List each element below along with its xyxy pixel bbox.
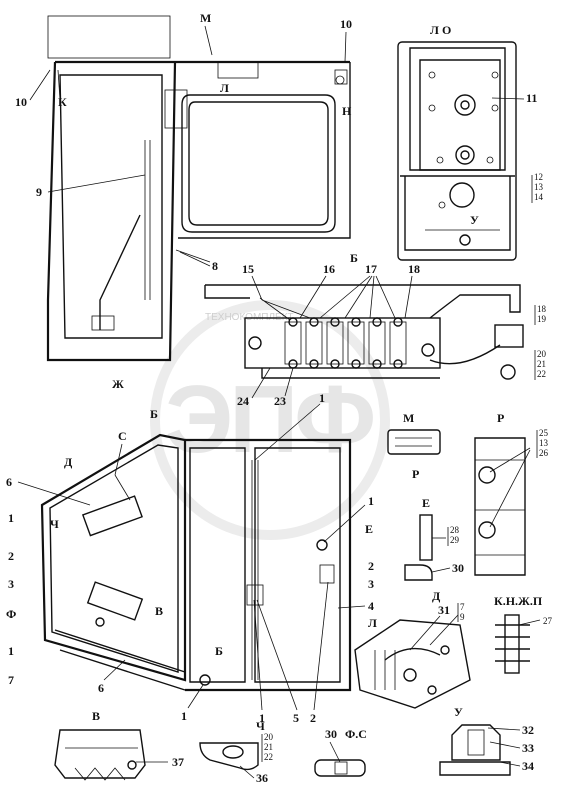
callout-16: 16 <box>323 262 335 276</box>
view-u-switch <box>439 724 511 776</box>
marker-k: К <box>58 95 67 109</box>
callout-25: 25 <box>539 428 549 438</box>
callout-32: 32 <box>522 723 534 737</box>
marker-c: С <box>118 429 127 443</box>
callout-1-top: 1 <box>319 391 325 405</box>
callout-9: 9 <box>36 185 42 199</box>
label-view-m-top: М <box>200 11 211 25</box>
marker-r: Р <box>412 467 419 481</box>
label-view-d: Д <box>432 589 441 603</box>
callout-23: 23 <box>274 394 286 408</box>
callout-5: 5 <box>293 711 299 725</box>
callout-8: 8 <box>212 259 218 273</box>
callout-29: 29 <box>450 535 460 545</box>
callout-21-side: 21 <box>537 359 546 369</box>
callout-1-right: 1 <box>368 494 374 508</box>
marker-l: Л <box>220 81 229 95</box>
callout-13-r: 13 <box>539 438 549 448</box>
callout-9-d: 9 <box>460 612 465 622</box>
marker-v: В <box>155 604 163 618</box>
label-view-fs: Ф.С <box>345 727 367 741</box>
callout-7-d: 7 <box>460 602 465 612</box>
cab-frame-view <box>40 433 352 692</box>
marker-ch: Ч <box>50 517 59 531</box>
marker-b-cab: Б <box>150 407 158 421</box>
label-view-r: Р <box>497 411 504 425</box>
view-fs-lamp <box>314 759 366 777</box>
callout-34: 34 <box>522 759 534 773</box>
callout-1-left: 1 <box>8 511 14 525</box>
callout-10-left: 10 <box>15 95 27 109</box>
callout-31: 31 <box>438 603 450 617</box>
callout-24: 24 <box>237 394 249 408</box>
callout-22-ch: 22 <box>264 752 273 762</box>
callout-30-fs: 30 <box>325 727 337 741</box>
callout-21-ch: 21 <box>264 742 273 752</box>
marker-b-bottom: Б <box>215 644 223 658</box>
callout-13: 13 <box>534 182 544 192</box>
callout-15: 15 <box>242 262 254 276</box>
callout-7-left: 7 <box>8 673 14 687</box>
callout-2-right: 2 <box>368 559 374 573</box>
callout-37: 37 <box>172 755 184 769</box>
view-ch-lamp <box>199 742 259 771</box>
callout-30-e: 30 <box>452 561 464 575</box>
callout-1-bottom: 1 <box>181 709 187 723</box>
view-knzhp-strip <box>495 614 530 674</box>
callout-11: 11 <box>526 91 537 105</box>
callout-18-top: 18 <box>408 262 420 276</box>
label-view-knzhp: К.Н.Ж.П <box>494 594 543 608</box>
view-v-lamp <box>54 729 146 781</box>
callout-19-side: 19 <box>537 314 547 324</box>
callout-28: 28 <box>450 525 460 535</box>
view-m-connector <box>387 429 441 455</box>
callout-26: 26 <box>539 448 549 458</box>
callout-20-side: 20 <box>537 349 547 359</box>
label-view-b: Б <box>350 251 358 265</box>
cab-door-view <box>46 15 351 362</box>
callout-36: 36 <box>256 771 268 785</box>
callout-1-bottom-b: 1 <box>259 711 265 725</box>
callout-3-left: 3 <box>8 577 14 591</box>
view-lo-panel <box>397 41 517 261</box>
label-view-m: М <box>403 411 414 425</box>
callout-3-right: 3 <box>368 577 374 591</box>
marker-l-cab: Л <box>368 616 377 630</box>
callout-1-left-b: 1 <box>8 644 14 658</box>
callout-2-bottom: 2 <box>310 711 316 725</box>
marker-u: У <box>470 213 479 227</box>
callout-6-top: 6 <box>6 475 12 489</box>
callout-12: 12 <box>534 172 543 182</box>
callout-14: 14 <box>534 192 544 202</box>
callout-10-right: 10 <box>340 17 352 31</box>
view-e-switch <box>404 514 433 581</box>
label-view-ch: Ч <box>256 719 265 733</box>
callout-18-side: 18 <box>537 304 547 314</box>
marker-zh: Ж <box>112 377 124 391</box>
callout-22-side: 22 <box>537 369 546 379</box>
callout-20-ch: 20 <box>264 732 274 742</box>
view-r-fuse-block <box>474 437 526 576</box>
label-view-lo: Л О <box>430 23 451 37</box>
marker-f: Ф <box>6 607 16 621</box>
marker-n: Н <box>342 104 352 118</box>
callout-27: 27 <box>543 616 553 626</box>
watermark-logo: ЭПФ <box>165 366 373 473</box>
view-d-relay <box>354 619 471 709</box>
label-view-e: Е <box>422 496 430 510</box>
view-b-terminal-block <box>204 284 524 380</box>
marker-d: Д <box>64 455 73 469</box>
marker-e: Е <box>365 522 373 536</box>
callout-4: 4 <box>368 599 374 613</box>
callout-6-bottom: 6 <box>98 681 104 695</box>
label-view-u: У <box>454 705 463 719</box>
callout-2-left: 2 <box>8 549 14 563</box>
label-view-v: В <box>92 709 100 723</box>
callout-33: 33 <box>522 741 534 755</box>
callout-17: 17 <box>365 262 377 276</box>
